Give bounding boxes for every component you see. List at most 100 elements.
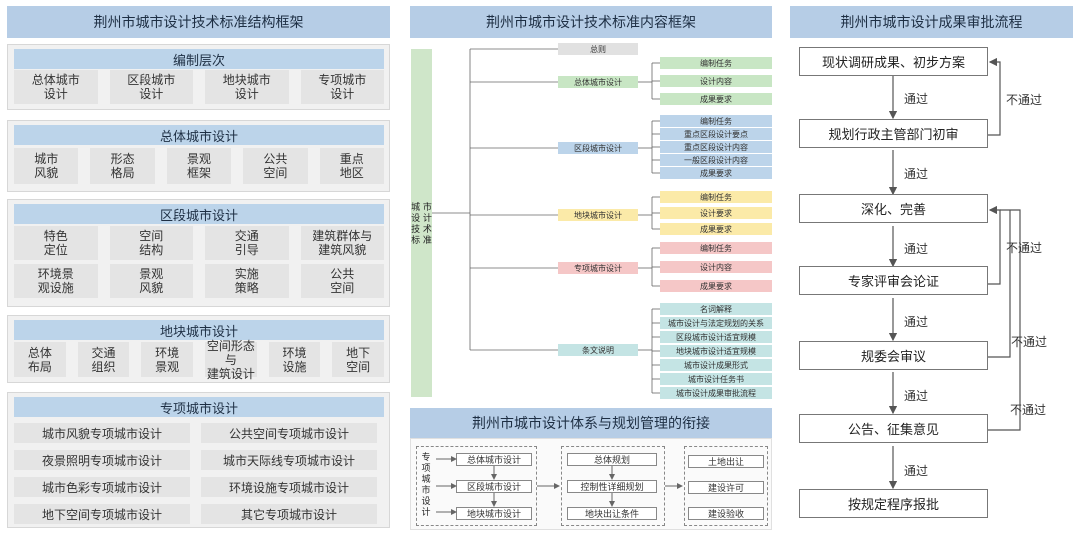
- framework-item: 地块城市 设计: [205, 70, 289, 104]
- content-item: 重点区段设计内容: [660, 141, 772, 153]
- content-item: 编制任务: [660, 57, 772, 69]
- special-design-label: 专 项 城 市 设 计: [421, 453, 431, 518]
- special-design-item: 公共空间专项城市设计: [201, 423, 377, 443]
- content-item: 成果要求: [660, 280, 772, 292]
- content-group-1: 总则: [558, 43, 638, 55]
- left-section-4-title: 地块城市设计: [14, 320, 384, 340]
- framework-item: 总体城市 设计: [14, 70, 98, 104]
- fail-label: 不通过: [1006, 241, 1043, 255]
- content-item: 编制任务: [660, 242, 772, 254]
- content-group-5: 专项城市设计: [558, 262, 638, 274]
- approval-step-5: 规委会审议: [799, 341, 988, 370]
- special-design-item: 夜景照明专项城市设计: [14, 450, 190, 470]
- content-item: 成果要求: [660, 223, 772, 235]
- planning-box: 总体规划: [567, 453, 657, 466]
- left-panel-title: 荆州市城市设计技术标准结构框架: [7, 6, 390, 38]
- approval-step-4: 专家评审会论证: [799, 266, 988, 295]
- special-design-item: 城市风貌专项城市设计: [14, 423, 190, 443]
- pass-label: 通过: [904, 242, 929, 256]
- content-item: 城市设计任务书: [660, 373, 772, 385]
- framework-item: 公共 空间: [300, 264, 384, 298]
- framework-item: 城市 风貌: [14, 148, 79, 184]
- framework-item: 交通 组织: [77, 342, 130, 377]
- framework-item: 景观 风貌: [109, 264, 193, 298]
- pass-label: 通过: [904, 464, 929, 478]
- special-design-item: 城市天际线专项城市设计: [201, 450, 377, 470]
- framework-item: 专项城市 设计: [300, 70, 384, 104]
- management-group: [684, 446, 768, 526]
- special-design-item: 环境设施专项城市设计: [201, 477, 377, 497]
- content-item: 城市设计与法定规划的关系: [660, 317, 772, 329]
- framework-item: 景观 框架: [166, 148, 232, 184]
- content-item: 编制任务: [660, 191, 772, 203]
- framework-item: 重点 地区: [319, 148, 384, 184]
- pass-label: 通过: [904, 315, 929, 329]
- framework-item: 环境 景观: [141, 342, 193, 377]
- framework-item: 地下 空间: [332, 342, 384, 377]
- approval-step-1: 现状调研成果、初步方案: [799, 47, 988, 76]
- planning-box: 地块出让条件: [567, 507, 657, 520]
- content-item: 一般区段设计内容: [660, 154, 772, 166]
- spine-label: 城 市 设 计 技 术 标 准: [411, 203, 432, 246]
- content-item: 重点区段设计要点: [660, 128, 772, 140]
- framework-item: 形态 格局: [90, 148, 155, 184]
- framework-item: 空间 结构: [109, 226, 193, 260]
- framework-item: 空间形态与 建筑设计: [205, 338, 257, 381]
- framework-item: 公共 空间: [243, 148, 308, 184]
- framework-item: 特色 定位: [14, 226, 98, 260]
- content-item: 名词解释: [660, 303, 772, 315]
- content-item: 编制任务: [660, 115, 772, 127]
- approval-step-7: 按规定程序报批: [799, 489, 988, 518]
- content-group-6: 条文说明: [558, 344, 638, 356]
- content-item: 设计内容: [660, 75, 772, 87]
- management-box: 建设许可: [688, 481, 764, 494]
- spine-bar: [411, 49, 432, 397]
- content-group-2: 总体城市设计: [558, 76, 638, 88]
- approval-step-6: 公告、征集意见: [799, 414, 988, 443]
- pass-label: 通过: [904, 92, 929, 106]
- content-item: 城市设计成果形式: [660, 359, 772, 371]
- fail-label: 不通过: [1010, 403, 1047, 417]
- framework-item: 环境 设施: [268, 342, 321, 377]
- approval-step-3: 深化、完善: [799, 194, 988, 223]
- content-item: 城市设计成果审批流程: [660, 387, 772, 399]
- content-item: 设计要求: [660, 207, 772, 219]
- left-section-2-title: 总体城市设计: [14, 125, 384, 145]
- framework-item: 实施 策略: [205, 264, 289, 298]
- framework-item: 建筑群体与 建筑风貌: [300, 226, 384, 260]
- approval-step-2: 规划行政主管部门初审: [799, 119, 988, 148]
- framework-item: 环境景 观设施: [14, 264, 98, 298]
- special-design-item: 城市色彩专项城市设计: [14, 477, 190, 497]
- pass-label: 通过: [904, 389, 929, 403]
- management-box: 建设验收: [688, 507, 764, 520]
- management-box: 土地出让: [688, 455, 764, 468]
- special-design-item: 地下空间专项城市设计: [14, 504, 190, 524]
- content-item: 设计内容: [660, 261, 772, 273]
- left-section-5-title: 专项城市设计: [14, 397, 384, 417]
- framework-item: 区段城市 设计: [109, 70, 193, 104]
- content-group-4: 地块城市设计: [558, 209, 638, 221]
- content-item: 区段城市设计适宜规模: [660, 331, 772, 343]
- pass-label: 通过: [904, 167, 929, 181]
- content-group-3: 区段城市设计: [558, 142, 638, 154]
- planning-group: [561, 446, 665, 526]
- framework-item: 总体 布局: [14, 342, 66, 377]
- framework-item: 交通 引导: [205, 226, 289, 260]
- content-item: 地块城市设计适宜规模: [660, 345, 772, 357]
- design-group: [416, 446, 537, 526]
- left-section-1-title: 编制层次: [14, 49, 384, 69]
- special-design-item: 其它专项城市设计: [201, 504, 377, 524]
- fail-label: 不通过: [1011, 335, 1048, 349]
- left-section-3-title: 区段城市设计: [14, 204, 384, 224]
- planning-box: 控制性详细规划: [567, 480, 657, 493]
- design-level-box: 地块城市设计: [456, 507, 532, 520]
- content-item: 成果要求: [660, 93, 772, 105]
- middle-panel-title: 荆州市城市设计技术标准内容框架: [410, 6, 772, 38]
- right-panel-title: 荆州市城市设计成果审批流程: [790, 6, 1073, 38]
- fail-label: 不通过: [1006, 93, 1043, 107]
- content-item: 成果要求: [660, 167, 772, 179]
- bottom-panel-title: 荆州市城市设计体系与规划管理的衔接: [410, 408, 772, 438]
